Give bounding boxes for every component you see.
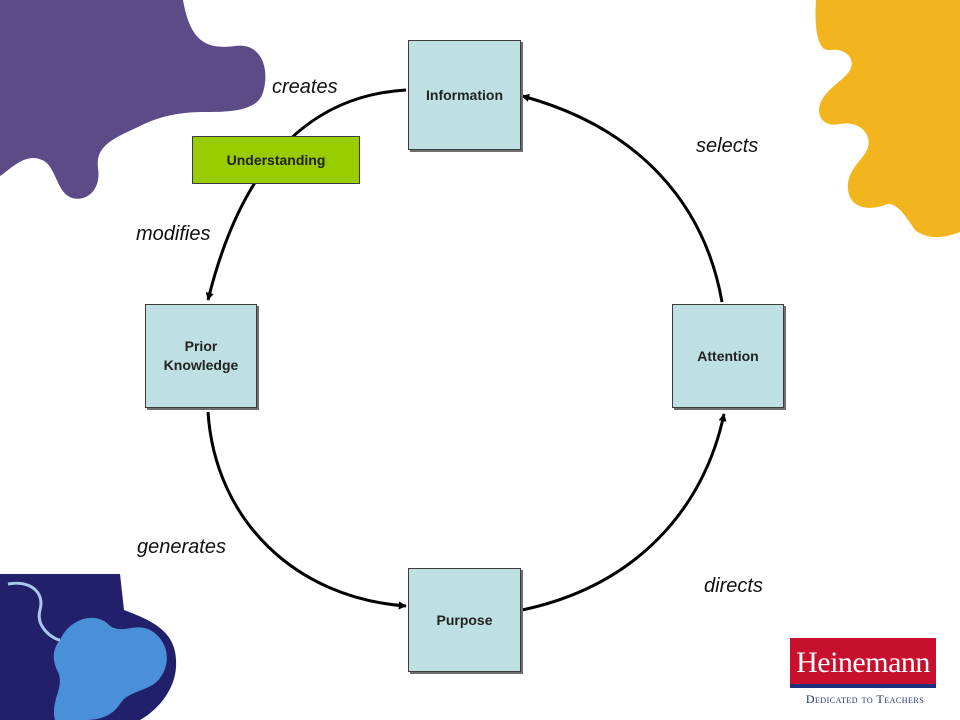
label-modifies: modifies (136, 223, 211, 245)
node-understanding: Understanding (192, 136, 360, 184)
blue-puzzle-piece (53, 617, 167, 720)
node-information: Information (408, 40, 521, 150)
purple-puzzle-piece (0, 0, 266, 199)
node-purpose: Purpose (408, 568, 521, 672)
arrow-selects (521, 94, 724, 303)
navy-puzzle-outline (7, 581, 61, 642)
label-selects: selects (696, 135, 759, 157)
node-attention-label: Attention (697, 347, 759, 364)
label-directs: directs (704, 575, 763, 597)
node-prior-knowledge: Prior Knowledge (145, 304, 257, 408)
arrow-generates (206, 411, 407, 610)
arrow-directs (521, 413, 727, 612)
node-understanding-label: Understanding (226, 152, 326, 168)
gold-puzzle-piece (815, 0, 960, 238)
node-prior-knowledge-label: Prior Knowledge (164, 337, 239, 375)
prior-knowledge-line-1: Prior (184, 338, 218, 354)
node-purpose-label: Purpose (436, 611, 493, 628)
node-information-label: Information (426, 86, 503, 103)
label-generates: generates (137, 536, 226, 558)
logo-tagline: Dedicated to Teachers (805, 692, 925, 706)
logo-red-box: Heinemann (790, 638, 936, 688)
label-creates: creates (272, 76, 338, 98)
heinemann-logo: Heinemann Dedicated to Teachers (768, 624, 960, 720)
node-attention: Attention (672, 304, 784, 408)
prior-knowledge-line-2: Knowledge (163, 357, 239, 373)
arrow-creates (205, 88, 407, 301)
logo-name: Heinemann (796, 646, 930, 679)
